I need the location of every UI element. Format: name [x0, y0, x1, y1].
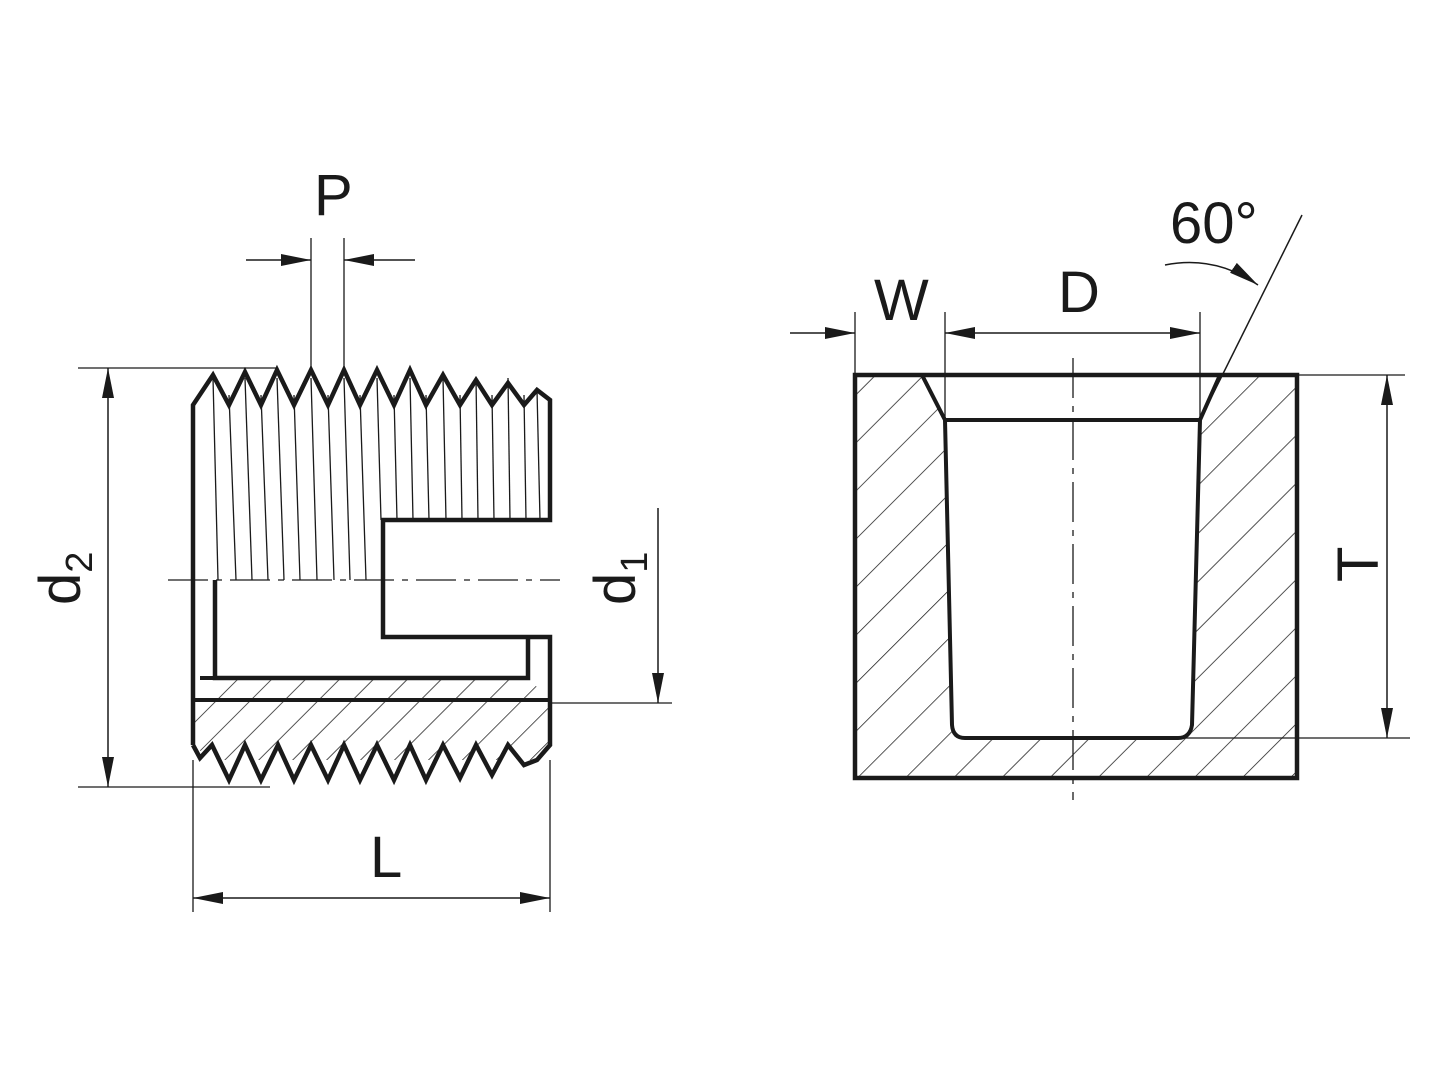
label-d1-subscript: 1 — [614, 552, 656, 573]
label-hole-depth: T — [1326, 547, 1391, 582]
label-outer-diameter: d2 — [28, 552, 101, 605]
label-countersink-angle: 60° — [1170, 191, 1258, 256]
svg-text:d1: d1 — [583, 552, 656, 605]
thread-lines — [212, 377, 541, 581]
label-d2: d — [28, 573, 93, 605]
label-pitch: P — [314, 163, 353, 228]
label-length: L — [370, 825, 402, 890]
label-hole-diameter: D — [1058, 260, 1100, 325]
label-chamfer-width: W — [874, 268, 929, 333]
label-d2-subscript: 2 — [59, 552, 101, 573]
mounting-hole-view — [790, 214, 1410, 800]
svg-text:d2: d2 — [28, 552, 101, 605]
label-hole-depth-group: T — [1326, 547, 1391, 582]
label-d1: d — [583, 573, 648, 605]
label-inner-diameter: d1 — [583, 552, 656, 605]
threaded-insert-view — [78, 238, 672, 912]
